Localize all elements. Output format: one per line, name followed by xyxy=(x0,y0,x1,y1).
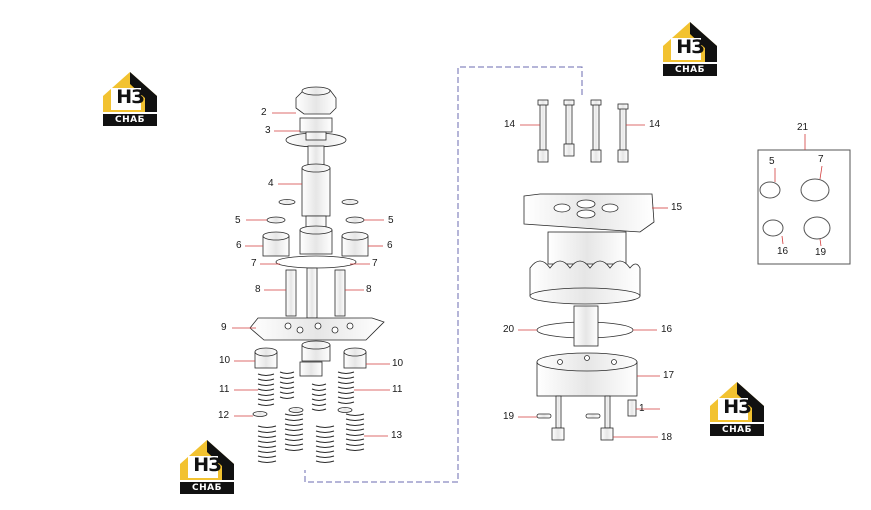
callout-12: 12 xyxy=(218,410,230,421)
callout-6-right: 6 xyxy=(387,240,393,251)
right-assembly xyxy=(523,99,655,441)
callout-16-kit: 16 xyxy=(777,246,789,257)
callout-18: 18 xyxy=(661,432,673,443)
callout-10-left: 10 xyxy=(219,355,231,366)
brand-logo-bottom-left: НЗ СНАБ xyxy=(176,434,238,496)
callout-8-left: 8 xyxy=(255,284,261,295)
callout-5-kit: 5 xyxy=(769,156,775,167)
logo-caption: СНАБ xyxy=(663,64,717,76)
callout-21: 21 xyxy=(797,122,809,133)
logo-letters: НЗ xyxy=(116,86,144,108)
callout-9: 9 xyxy=(221,322,227,333)
callout-10-right: 10 xyxy=(392,358,404,369)
seal-kit-box xyxy=(757,149,851,265)
left-assembly xyxy=(249,86,385,417)
callout-17: 17 xyxy=(663,370,675,381)
leader-lines xyxy=(232,112,823,438)
callout-15: 15 xyxy=(671,202,683,213)
brand-logo-top-left: НЗ СНАБ xyxy=(99,66,161,128)
logo-caption: СНАБ xyxy=(710,424,764,436)
callout-13: 13 xyxy=(391,430,403,441)
callout-11-right: 11 xyxy=(392,384,403,395)
callout-2: 2 xyxy=(261,107,267,118)
callout-5-right: 5 xyxy=(388,215,394,226)
callout-8-right: 8 xyxy=(366,284,372,295)
callout-5-left: 5 xyxy=(235,215,241,226)
callout-7-kit: 7 xyxy=(818,154,824,165)
callout-14-left: 14 xyxy=(504,119,516,130)
callout-1: 1 xyxy=(639,403,645,414)
callout-3: 3 xyxy=(265,125,271,136)
callout-16: 16 xyxy=(661,324,673,335)
callout-19-kit: 19 xyxy=(815,247,827,258)
springs xyxy=(257,371,365,463)
callout-11-left: 11 xyxy=(219,384,230,395)
callout-4: 4 xyxy=(268,178,274,189)
brand-logo-bottom-right: НЗ СНАБ xyxy=(706,376,768,438)
logo-caption: СНАБ xyxy=(180,482,234,494)
callout-19: 19 xyxy=(503,411,515,422)
logo-caption: СНАБ xyxy=(103,114,157,126)
logo-letters: НЗ xyxy=(723,396,751,418)
callout-6-left: 6 xyxy=(236,240,242,251)
brand-logo-top-right: НЗ СНАБ xyxy=(659,16,721,78)
dashed-connector xyxy=(304,66,583,483)
logo-letters: НЗ xyxy=(676,36,704,58)
callout-20: 20 xyxy=(503,324,515,335)
callout-7-right: 7 xyxy=(372,258,378,269)
callout-7-left: 7 xyxy=(251,258,257,269)
logo-letters: НЗ xyxy=(193,454,221,476)
callout-14-right: 14 xyxy=(649,119,661,130)
